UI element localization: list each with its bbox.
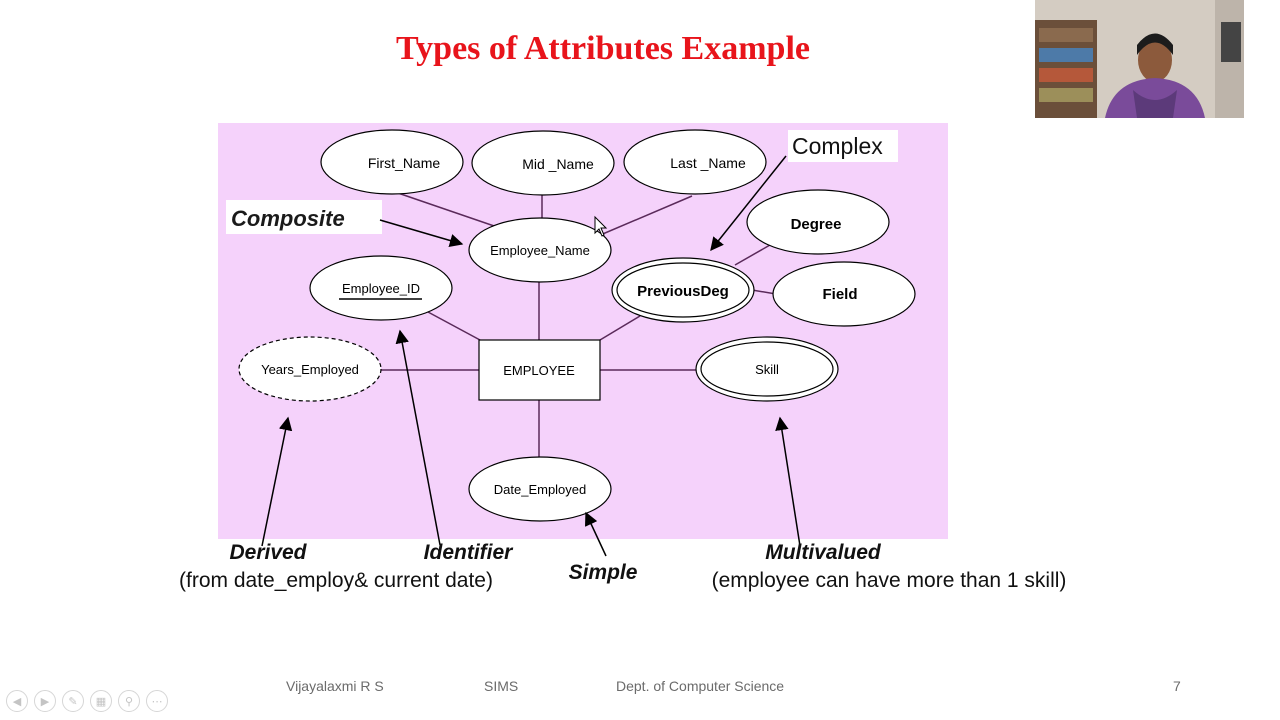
multivalued-arrow xyxy=(775,416,801,547)
svg-text:Skill: Skill xyxy=(755,362,779,377)
slides-icon[interactable]: ▦ xyxy=(90,690,112,712)
svg-text:Employee_ID: Employee_ID xyxy=(342,281,420,296)
footer-author: Vijayalaxmi R S xyxy=(286,678,384,694)
attribute-last-name: Last _Name xyxy=(623,129,767,195)
zoom-icon[interactable]: ⚲ xyxy=(118,690,140,712)
composite-label-box xyxy=(226,200,382,234)
identifier-label: Identifier xyxy=(424,541,515,564)
svg-text:Mid _Name: Mid _Name xyxy=(522,156,594,172)
pen-icon[interactable]: ✎ xyxy=(62,690,84,712)
entity-employee: EMPLOYEE xyxy=(478,339,601,401)
webcam-video xyxy=(1035,0,1244,118)
simple-arrow xyxy=(585,511,607,557)
slide-title: Types of Attributes Example xyxy=(396,30,810,67)
annotation-arrows xyxy=(261,155,801,557)
footer-department: Dept. of Computer Science xyxy=(616,678,785,694)
derived-note: (from date_employ& current date) xyxy=(179,569,493,592)
attribute-mid-name: Mid _Name xyxy=(471,130,615,196)
simple-label: Simple xyxy=(569,561,638,584)
composite-arrow xyxy=(379,219,464,248)
svg-text:First_Name: First_Name xyxy=(368,155,441,171)
attribute-years-employed: Years_Employed xyxy=(238,336,382,402)
attribute-employee-name: Employee_Name xyxy=(468,217,612,283)
attribute-skill: Skill xyxy=(695,336,839,402)
attribute-employee-id: Employee_ID xyxy=(309,255,453,321)
attribute-first-name: First_Name xyxy=(320,129,464,195)
derived-label: Derived xyxy=(229,541,307,564)
presenter-video-icon xyxy=(1035,0,1244,118)
derived-arrow xyxy=(261,416,293,547)
presentation-controls: ◀ ▶ ✎ ▦ ⚲ ⋯ xyxy=(6,690,168,712)
svg-text:Degree: Degree xyxy=(791,216,842,233)
connector-lines xyxy=(380,191,777,460)
slide-number: 7 xyxy=(1173,678,1181,694)
complex-arrow xyxy=(710,155,787,252)
complex-label: Complex xyxy=(792,133,883,159)
svg-text:Employee_Name: Employee_Name xyxy=(490,243,590,258)
svg-text:Date_Employed: Date_Employed xyxy=(494,482,587,497)
previous-icon[interactable]: ◀ xyxy=(6,690,28,712)
multivalued-note: (employee can have more than 1 skill) xyxy=(712,569,1067,592)
next-icon[interactable]: ▶ xyxy=(34,690,56,712)
svg-text:Years_Employed: Years_Employed xyxy=(261,362,359,377)
svg-text:PreviousDeg: PreviousDeg xyxy=(637,283,729,300)
svg-text:Field: Field xyxy=(822,286,857,303)
identifier-arrow xyxy=(395,329,441,546)
attribute-previous-deg: PreviousDeg xyxy=(611,257,755,323)
mouse-cursor-icon xyxy=(594,215,608,237)
multivalued-label: Multivalued xyxy=(765,541,882,564)
svg-text:Last _Name: Last _Name xyxy=(670,155,746,171)
attribute-field: Field xyxy=(772,261,916,327)
complex-label-box xyxy=(788,130,898,162)
svg-text:EMPLOYEE: EMPLOYEE xyxy=(503,363,575,378)
more-icon[interactable]: ⋯ xyxy=(146,690,168,712)
composite-label: Composite xyxy=(231,206,345,231)
attribute-date-employed: Date_Employed xyxy=(468,456,612,522)
attribute-degree: Degree xyxy=(746,189,890,255)
footer-institution: SIMS xyxy=(484,678,519,694)
